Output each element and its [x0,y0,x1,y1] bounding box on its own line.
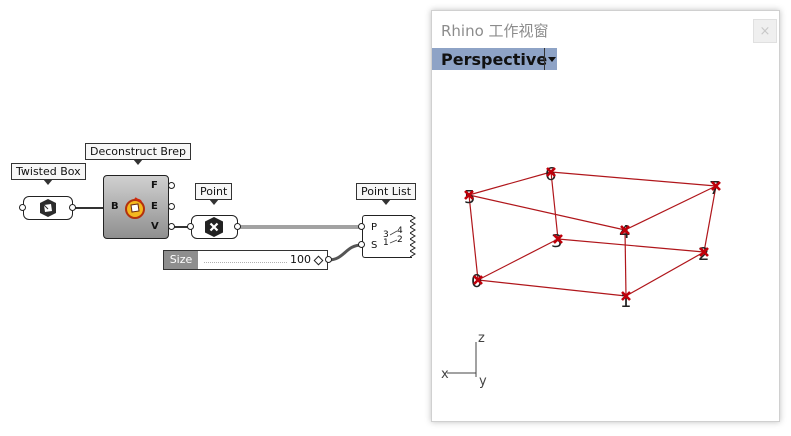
input-b-label: B [111,201,119,212]
point-label: Point [200,185,228,198]
twisted-box-grip-in[interactable] [19,204,26,211]
point-marker-icon [473,275,483,285]
viewport-tab[interactable]: Perspective [432,48,557,70]
input-s-label: S [371,240,378,251]
slider-track[interactable] [204,259,287,263]
icon-digit: 3 [383,230,389,240]
icon-digit: 4 [397,226,403,236]
twisted-box-param[interactable] [23,196,73,220]
wire-slider-to-list [327,243,363,262]
point-list-label: Point List [361,185,412,198]
point-list-grip-s[interactable] [358,241,365,248]
point-list-icon: 3 4 1 2 [383,226,409,250]
rhino-viewport-window[interactable]: Rhino 工作视窗 × Perspective 0 1 2 3 4 5 [431,10,780,422]
point-label-1: 1 [620,291,631,312]
point-callout: Point [195,183,233,205]
point-marker-icon [699,247,709,257]
point-grip-out[interactable] [234,223,241,230]
icon-digit: 1 [383,238,389,248]
twisted-box-label: Twisted Box [16,165,81,178]
point-label-6: 6 [545,164,556,185]
point-list-callout: Point List [356,183,417,205]
world-axes-icon: z x y [441,331,487,389]
deconstruct-brep-callout: Deconstruct Brep [85,143,191,165]
point-marker-icon [553,234,563,244]
axis-z-label: z [478,331,485,346]
deconstruct-brep-component[interactable]: B F E V [103,175,169,239]
close-button[interactable]: × [753,19,777,43]
point-marker-icon [620,225,630,235]
viewport-dropdown-icon[interactable] [544,48,557,70]
slider-value: 100 [290,253,311,266]
grip-e[interactable] [168,203,175,210]
output-e-label: E [151,201,158,212]
twisted-box-grip-out[interactable] [69,204,76,211]
point-param[interactable] [191,215,238,239]
axis-x-label: x [441,367,449,382]
box-edges [468,171,717,297]
twisted-box-callout: Twisted Box [11,163,86,185]
slider-grip-out[interactable] [325,256,332,263]
point-list-grip-p[interactable] [358,223,365,230]
viewport-scene[interactable]: 0 1 2 3 4 5 6 7 z x y [432,11,779,421]
point-marker-icon [546,167,556,177]
viewport-name: Perspective [441,50,548,69]
slider-handle-icon[interactable] [313,255,324,266]
window-title: Rhino 工作视窗 [441,22,549,40]
slider-name: Size [164,251,198,269]
size-slider[interactable]: Size 100 [163,250,328,270]
deconstruct-brep-label: Deconstruct Brep [90,145,186,158]
point-label-2: 2 [698,244,709,265]
point-grip-in[interactable] [187,223,194,230]
input-p-label: P [371,222,378,233]
twisted-box-icon [40,199,56,217]
point-list-component[interactable]: P S 3 4 1 2 [362,215,416,258]
point-marker-icon [464,190,474,200]
output-v-label: V [151,221,159,232]
point-label-4: 4 [619,222,630,243]
point-marker-icon [711,181,721,191]
icon-digit: 2 [397,235,403,245]
point-markers [464,167,721,301]
axis-y-label: y [479,374,487,389]
grip-v[interactable] [168,223,175,230]
point-list-torn-edge [410,215,416,258]
deconstruct-brep-icon [125,197,145,219]
point-marker-icon [621,291,631,301]
output-f-label: F [151,180,158,191]
point-param-icon [205,217,223,237]
grip-f[interactable] [168,182,175,189]
